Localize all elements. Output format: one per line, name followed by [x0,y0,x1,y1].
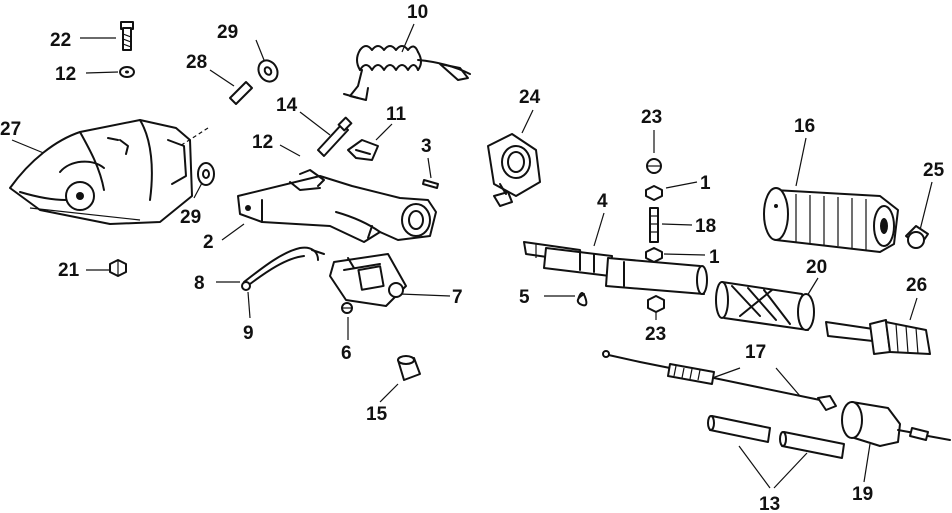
pin-28 [229,81,253,105]
bolt-22 [120,21,134,51]
cover-27 [9,119,193,225]
screw-6 [341,302,353,314]
pin-3 [422,179,439,189]
wire-lead-8 [241,246,325,291]
callout-7: 7 [452,287,463,308]
nut-21 [109,259,127,277]
friction-knob-26 [825,319,931,355]
callout-18: 18 [695,216,716,237]
tube-13-left [707,415,771,443]
leader-lines [11,23,933,489]
assembly-line [179,127,209,147]
callout-12-left: 12 [55,64,76,85]
callout-26: 26 [906,275,927,296]
plug-15 [397,355,421,381]
callout-1-top: 1 [700,173,711,194]
grip-16 [763,187,899,253]
callout-27: 27 [0,119,21,140]
switch-plate-7 [329,253,407,307]
callout-17: 17 [745,342,766,363]
callout-2: 2 [203,232,214,253]
spring-5 [576,292,588,307]
throttle-cable-17 [602,350,837,411]
callout-9: 9 [243,323,254,344]
lanyard-coil-10 [343,45,471,101]
tiller-bracket-2 [237,169,437,243]
callout-5: 5 [519,287,530,308]
callout-21: 21 [58,260,80,281]
end-cap-25 [905,225,929,249]
callout-1-bottom: 1 [709,247,720,268]
callout-23-top: 23 [641,107,662,128]
callout-29-bottom: 29 [180,207,201,228]
screw-14 [317,116,353,157]
callout-29-top: 29 [217,22,238,43]
callout-24: 24 [519,87,541,108]
callout-6: 6 [341,343,352,364]
callout-16: 16 [794,116,815,137]
callout-23-bottom: 23 [645,324,666,345]
washer-29-bottom [197,162,215,186]
washer-12-left [119,66,135,78]
callout-4: 4 [597,191,608,212]
callout-10: 10 [407,2,428,23]
throttle-shaft-4 [523,241,708,295]
callout-22: 22 [50,30,71,51]
stud-18 [649,207,659,243]
callout-19: 19 [852,484,873,505]
callout-13: 13 [759,494,780,513]
cable-adapter-19 [841,401,951,447]
cap-23-bottom [647,295,665,313]
cap-23-top [646,158,662,174]
callout-11: 11 [386,104,407,125]
sleeve-20 [715,281,815,331]
callout-20: 20 [806,257,827,278]
clip-11 [347,139,379,161]
washer-29-top [257,59,279,83]
callout-12-mid: 12 [252,132,273,153]
friction-block-24 [487,133,541,207]
callout-8: 8 [194,273,205,294]
callout-15: 15 [366,404,388,425]
callout-3: 3 [421,136,432,157]
nut-1-bottom [645,247,663,263]
nut-1-top [645,185,663,201]
callout-14: 14 [276,95,298,116]
tube-13-right [779,431,845,459]
callout-25: 25 [923,160,945,181]
callout-28: 28 [186,52,207,73]
